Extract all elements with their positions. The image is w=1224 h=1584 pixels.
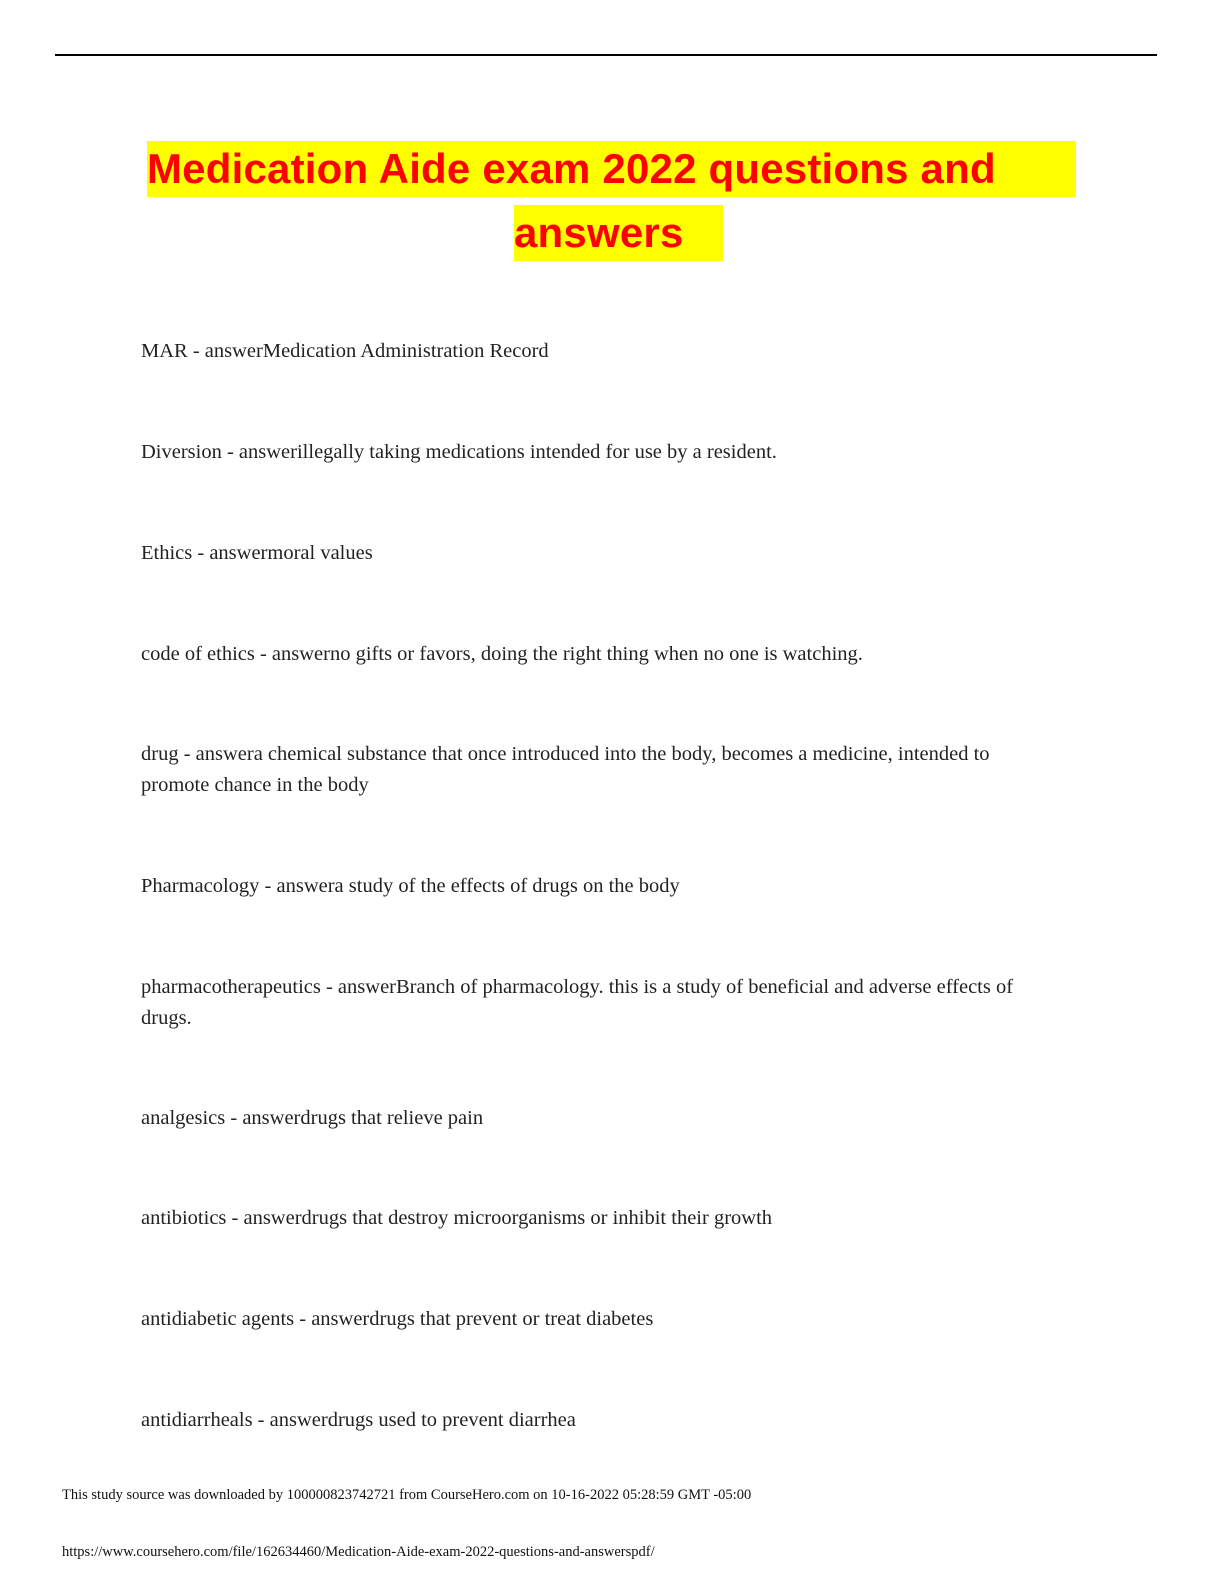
qa-entry-ethics: Ethics - answermoral values	[141, 542, 373, 564]
header-rule	[55, 54, 1157, 56]
qa-entry-mar: MAR - answerMedication Administration Re…	[141, 340, 549, 362]
title-line-1: Medication Aide exam 2022 questions and	[147, 141, 1076, 197]
qa-entry-antibiotics: antibiotics - answerdrugs that destroy m…	[141, 1207, 773, 1229]
qa-entry-diversion: Diversion - answerillegally taking medic…	[141, 441, 777, 463]
title-line-2: answers	[514, 205, 723, 261]
qa-entry-antidiarrheals: antidiarrheals - answerdrugs used to pre…	[141, 1409, 576, 1431]
qa-entry-drug: drug - answera chemical substance that o…	[141, 743, 990, 796]
download-notice: This study source was downloaded by 1000…	[62, 1487, 752, 1503]
source-url[interactable]: https://www.coursehero.com/file/16263446…	[62, 1544, 655, 1560]
qa-entry-pharmacology: Pharmacology - answera study of the effe…	[141, 875, 680, 897]
qa-entry-antidiabetic-agents: antidiabetic agents - answerdrugs that p…	[141, 1308, 654, 1330]
qa-entry-analgesics: analgesics - answerdrugs that relieve pa…	[141, 1107, 484, 1129]
qa-entry-pharmacotherapeutics: pharmacotherapeutics - answerBranch of p…	[141, 976, 1014, 1029]
qa-entry-code-of-ethics: code of ethics - answerno gifts or favor…	[141, 643, 863, 665]
